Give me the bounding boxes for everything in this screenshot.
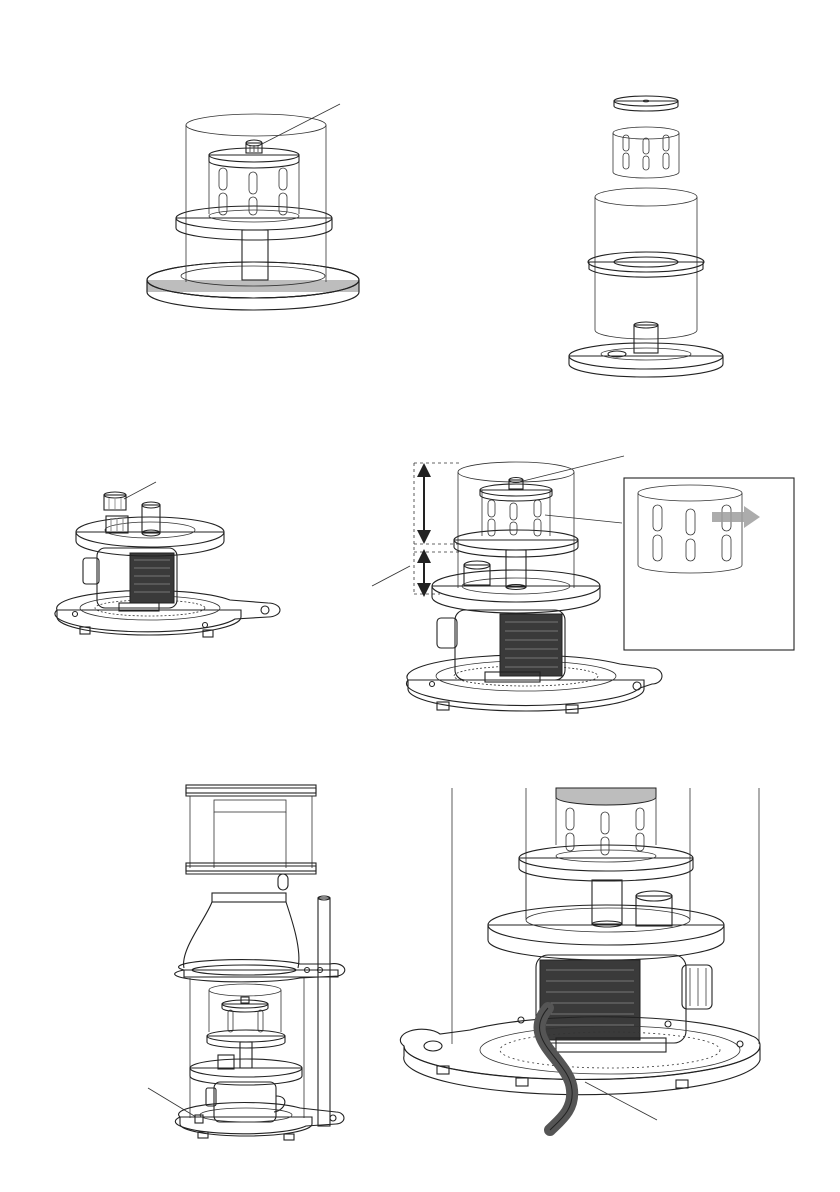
- top-screw: [246, 140, 262, 153]
- center-tube: [242, 230, 268, 280]
- middle-plate: [176, 206, 332, 240]
- callout-line: [258, 104, 340, 146]
- assembled-column-icon: [147, 104, 359, 310]
- exploded-column-icon: [569, 96, 723, 377]
- height-adjustment-icon: [372, 456, 794, 713]
- flow-direction-arrow: [712, 506, 760, 528]
- pump-closeup-icon: [400, 788, 760, 1130]
- pump-base-icon: [55, 482, 280, 637]
- skimmer-exploded-icon: [148, 785, 345, 1140]
- rotor-cage: [209, 148, 299, 215]
- detail-inset-box: [624, 478, 794, 650]
- base-plate: [147, 262, 359, 310]
